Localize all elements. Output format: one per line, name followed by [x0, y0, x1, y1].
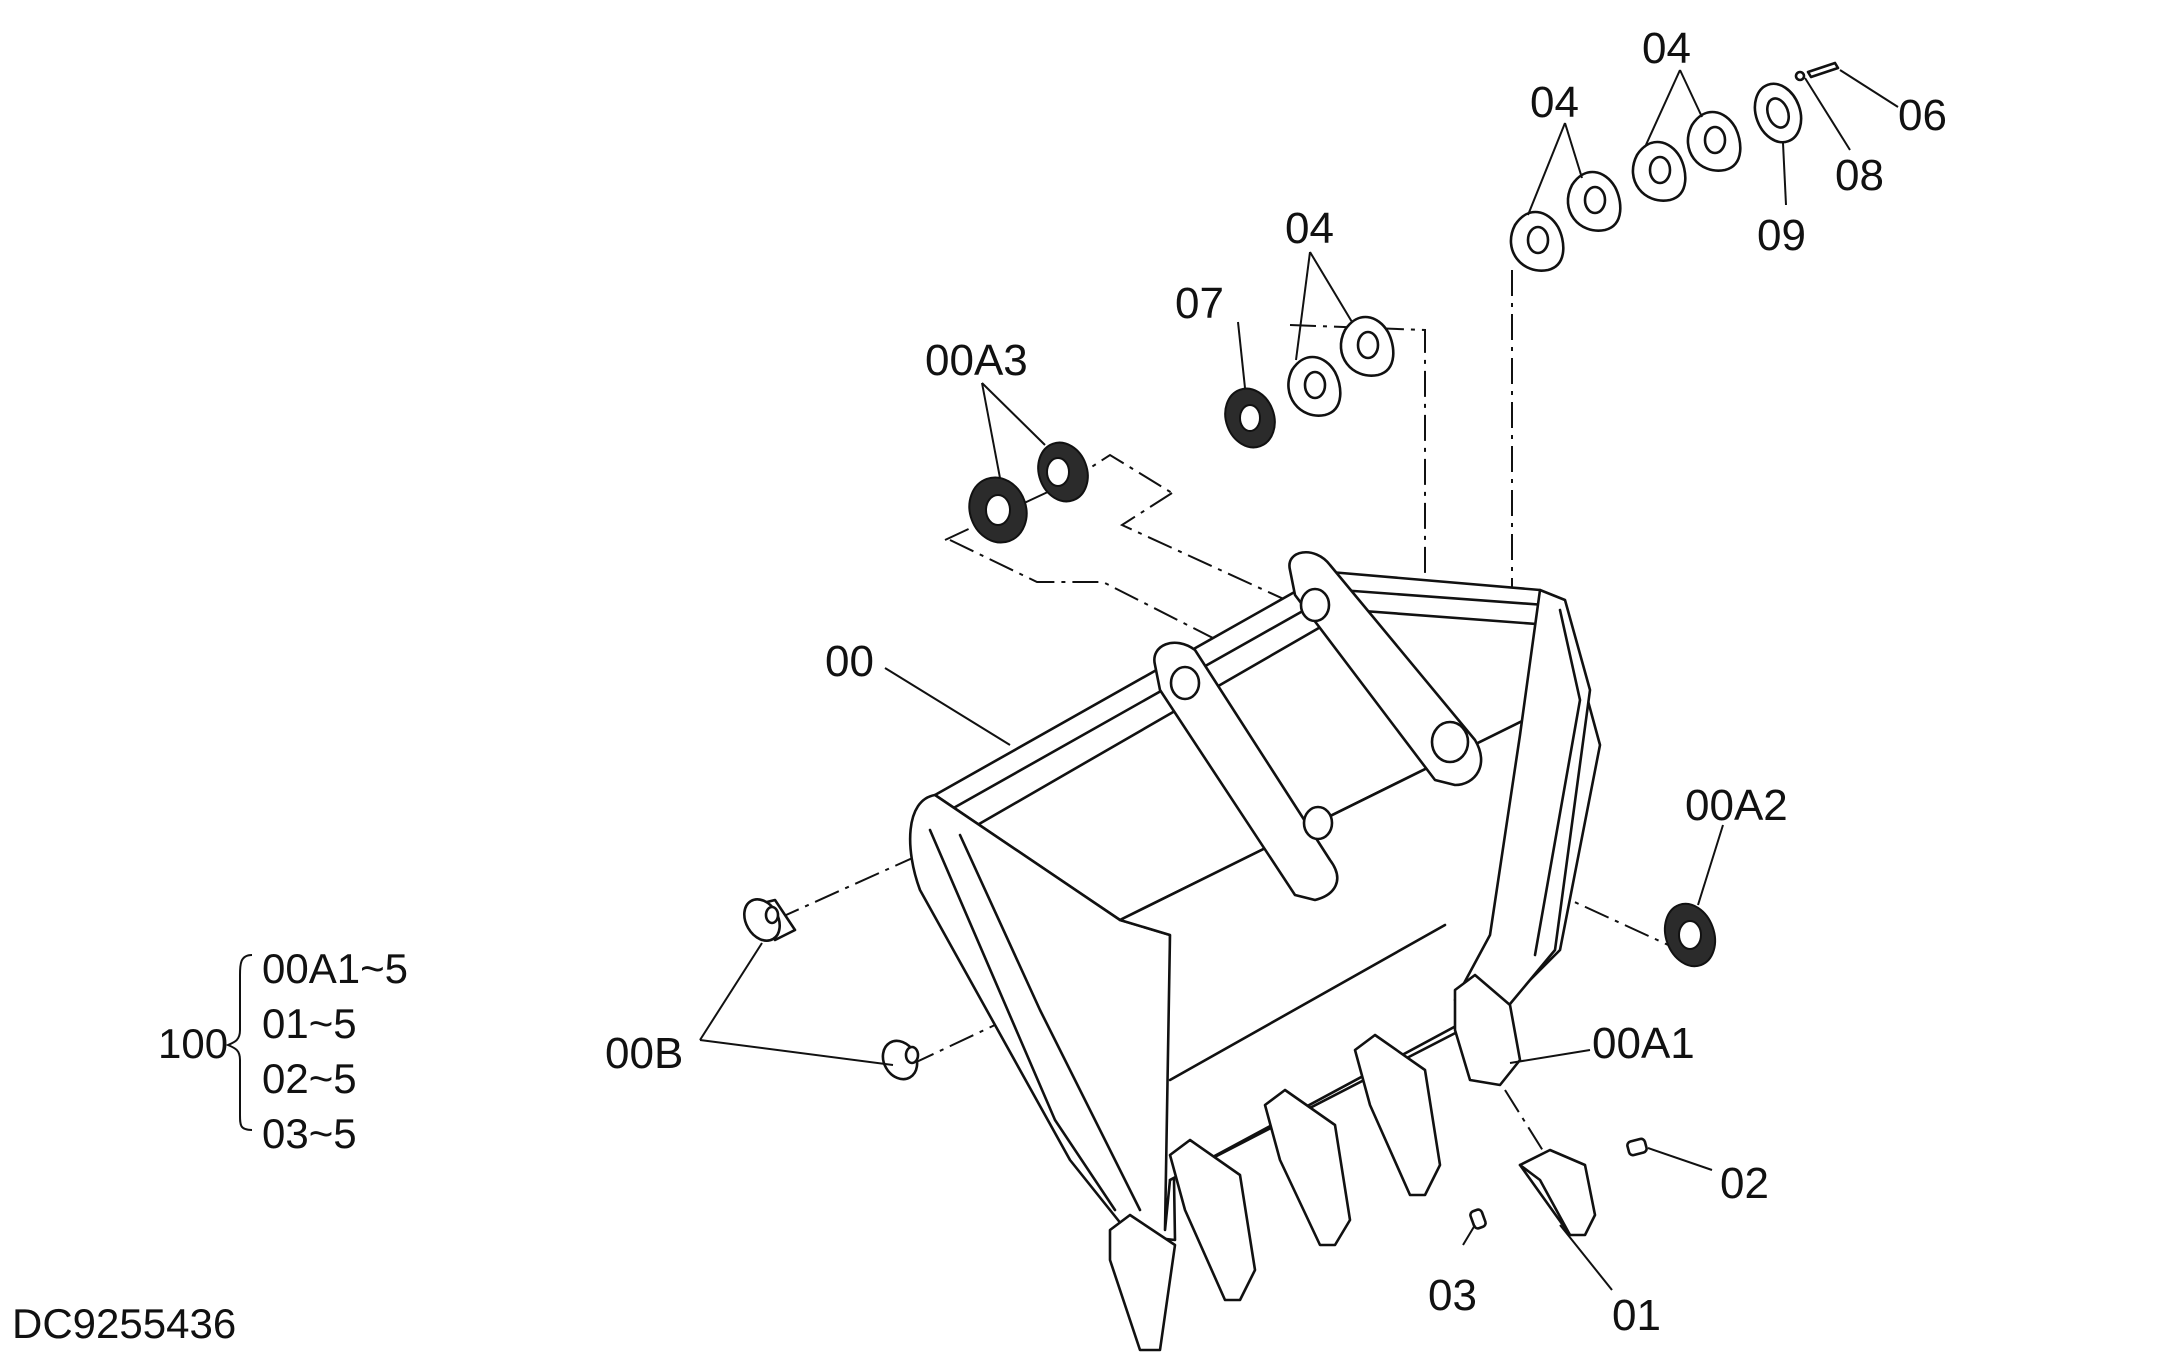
- shim-04-a1: [1287, 355, 1342, 417]
- tooth-5: [1453, 973, 1522, 1087]
- leader-00a1: [1509, 1049, 1591, 1064]
- bucket-bracket-right: [1288, 550, 1483, 787]
- assembly-line-00a3-box: [949, 539, 1316, 691]
- tooth-point-01-edge: [1518, 1163, 1572, 1237]
- bushings-00b: [743, 898, 920, 1081]
- leader-00a2: [1697, 824, 1724, 906]
- drawing-id: DC9255436: [12, 1300, 236, 1347]
- bolt-06: [1806, 61, 1840, 79]
- part-08: [1794, 70, 1806, 82]
- bucket-body: [908, 550, 1602, 1242]
- leader-04c-2: [1679, 69, 1703, 118]
- leader-04a-1: [1295, 251, 1311, 361]
- callout-03: 03: [1428, 1271, 1477, 1320]
- leader-01: [1559, 1224, 1613, 1291]
- bucket-right-side-edge: [1533, 608, 1582, 957]
- callout-00: 00: [825, 637, 874, 686]
- tooth-4: [1353, 1033, 1442, 1197]
- washer-bolt: [1753, 61, 1840, 144]
- bushing-00b-1-hole: [764, 905, 780, 925]
- ring-07-hole: [1239, 404, 1261, 432]
- bucket-left-side-inner: [958, 833, 1142, 1212]
- callout-04-c: 04: [1642, 24, 1691, 73]
- callout-07: 07: [1175, 279, 1224, 328]
- tooth-point-01: [1518, 1148, 1597, 1237]
- leader-02: [1647, 1147, 1713, 1171]
- callout-00b: 00B: [605, 1029, 683, 1078]
- tooth-1: [1108, 1213, 1177, 1352]
- leader-lines: [699, 69, 1899, 1291]
- shim-04-c2-hole: [1703, 125, 1727, 155]
- leader-09: [1782, 142, 1787, 206]
- kit-item-1: 00A1~5: [262, 945, 408, 992]
- bushing-00b-2-hole: [904, 1045, 920, 1065]
- leader-07: [1237, 321, 1246, 389]
- bucket-teeth: [1108, 973, 1522, 1352]
- shim-04-c2: [1686, 110, 1742, 172]
- kit-number: 100: [158, 1020, 228, 1067]
- shim-04-b2-hole: [1583, 185, 1607, 215]
- tooth-3: [1263, 1088, 1352, 1247]
- leader-04b-2: [1564, 122, 1583, 179]
- bucket-bottom-crease: [1168, 923, 1447, 1082]
- bucket-bracket-left: [1153, 641, 1339, 902]
- kit-brace: [225, 954, 253, 1131]
- callout-00a1: 00A1: [1592, 1019, 1695, 1068]
- tooth-point-assembly: [1469, 1137, 1648, 1237]
- callout-08: 08: [1835, 151, 1884, 200]
- bucket-cutting-edge: [1168, 1003, 1497, 1182]
- assembly-line-04-left: [1289, 324, 1426, 690]
- kit-legend: 100 00A1~5 01~5 02~5 03~5: [158, 945, 408, 1157]
- leader-00b-2: [699, 1039, 894, 1066]
- bracket-hole-1: [1169, 665, 1201, 701]
- leader-04a-2: [1309, 251, 1353, 323]
- callout-09: 09: [1757, 211, 1806, 260]
- callout-labels: 00 00A1 00A2 00A3 00B 01 02 03 04 04 04 …: [605, 24, 1947, 1340]
- leader-00a3-2: [981, 382, 1046, 446]
- callout-06: 06: [1898, 91, 1947, 140]
- callout-01: 01: [1612, 1291, 1661, 1340]
- shim-04-b2: [1566, 170, 1622, 232]
- callout-00a3: 00A3: [925, 336, 1028, 385]
- washer-09-hole: [1765, 97, 1791, 129]
- pin-02: [1626, 1137, 1648, 1157]
- leader-00: [884, 667, 1011, 746]
- seal-00a2-hole: [1678, 920, 1702, 950]
- kit-item-2: 01~5: [262, 1000, 357, 1047]
- shims-04: [1287, 110, 1742, 417]
- shim-04-c1: [1631, 140, 1687, 202]
- callout-00a2: 00A2: [1685, 781, 1788, 830]
- shim-04-b1: [1509, 210, 1565, 272]
- leader-00a3-1: [981, 382, 1001, 479]
- shim-04-b1-hole: [1526, 225, 1550, 255]
- bucket-left-side-edge: [928, 828, 1117, 1212]
- shim-04-a2-hole: [1356, 330, 1380, 360]
- callout-02: 02: [1720, 1159, 1769, 1208]
- leader-00b-1: [699, 942, 763, 1041]
- callout-04-a: 04: [1285, 204, 1334, 253]
- kit-item-4: 03~5: [262, 1110, 357, 1157]
- shim-04-a2: [1339, 315, 1395, 377]
- leader-08: [1804, 77, 1851, 151]
- leader-03: [1462, 1224, 1476, 1246]
- seal-rings: [968, 387, 1717, 968]
- bracket-hole-3: [1299, 587, 1331, 623]
- bracket-hole-4: [1430, 720, 1470, 764]
- bracket-hole-2: [1302, 805, 1334, 841]
- seal-00a3-1-hole: [985, 494, 1011, 526]
- tooth-2: [1168, 1138, 1257, 1302]
- leader-04b-1: [1527, 122, 1566, 216]
- shim-04-a1-hole: [1303, 370, 1327, 400]
- retainer-03: [1469, 1208, 1487, 1230]
- kit-item-3: 02~5: [262, 1055, 357, 1102]
- leader-06: [1839, 69, 1899, 108]
- seal-00a3-2-hole: [1046, 457, 1070, 487]
- shim-04-c1-hole: [1648, 155, 1672, 185]
- callout-04-b: 04: [1530, 78, 1579, 127]
- leader-04c-1: [1644, 69, 1681, 148]
